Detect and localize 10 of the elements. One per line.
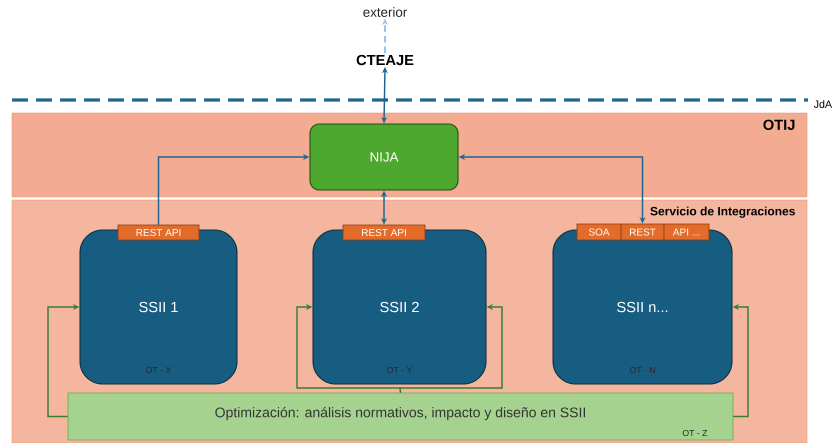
interface-tab: SOA [576,224,622,240]
interface-tab: REST [620,224,664,240]
zone-label: CTEAJE [356,54,414,66]
interface-tab: REST API [342,224,426,240]
boundary-label: JdA [814,100,832,108]
process-box: Optimización: análisis normativos, impacto y diseño en SSII OT - Z [68,392,734,440]
zone-label: exterior [363,7,408,17]
hub-box: NIJA [309,123,459,191]
interface-tab: API ... [664,224,710,240]
interface-tab: REST API [118,224,200,240]
